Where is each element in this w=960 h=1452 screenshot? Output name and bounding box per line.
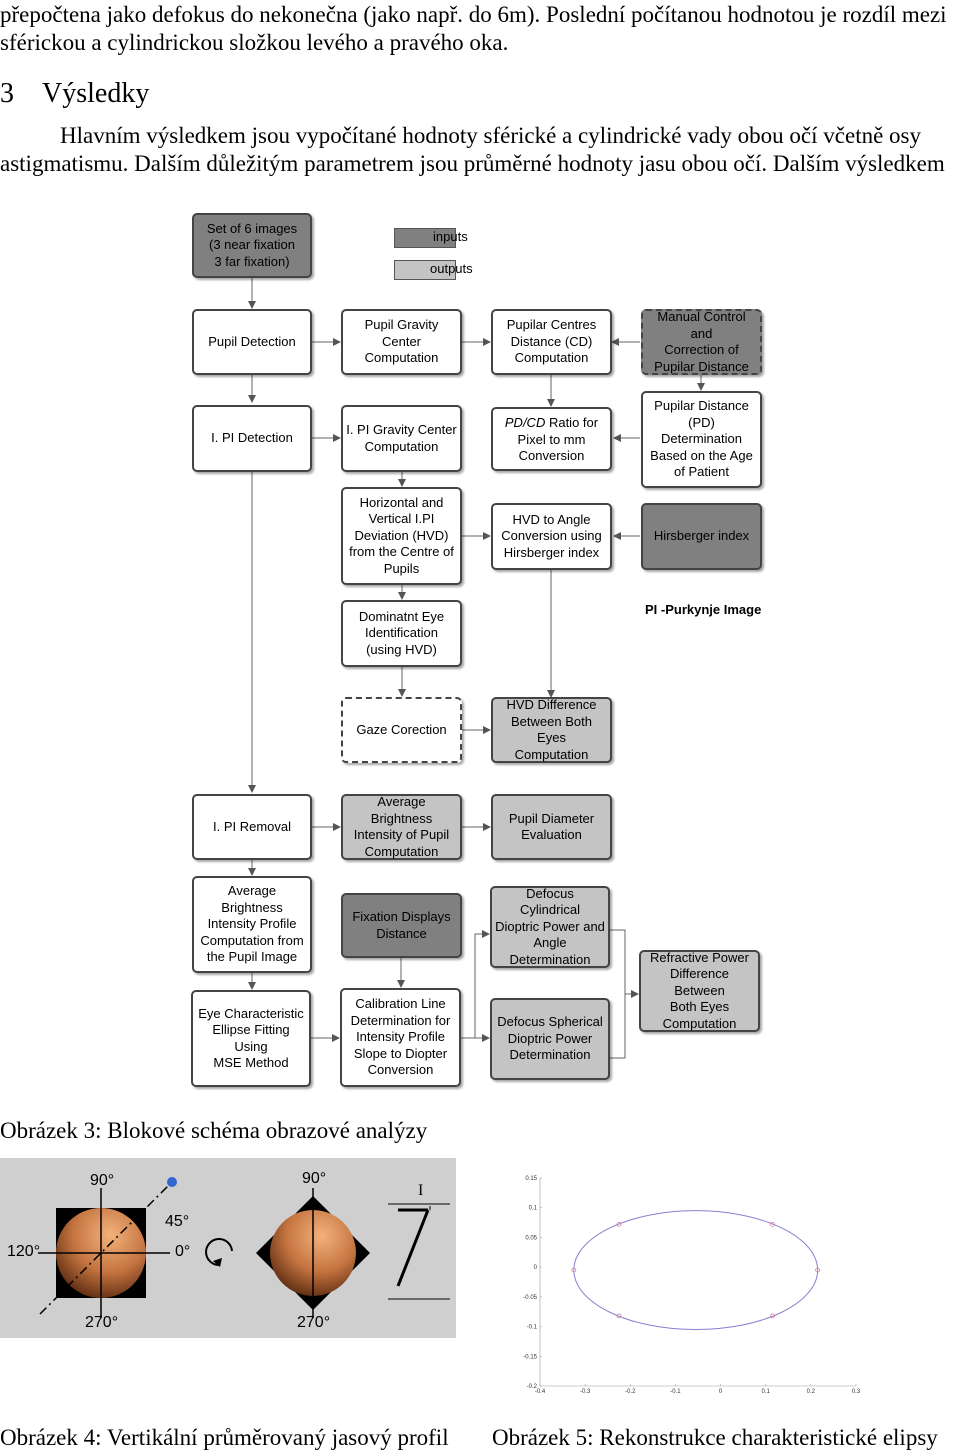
- pd-cd-text: Ratio for Pixel to mm Conversion: [517, 415, 599, 463]
- pd-cd-italic: PD/CD: [504, 415, 546, 430]
- data-point: [571, 1267, 577, 1273]
- angle-label: 90°: [90, 1172, 115, 1189]
- legend-outputs-swatch: [394, 260, 456, 280]
- box-pupil-detection: Pupil Detection: [192, 309, 312, 375]
- ellipse-chart-svg: -0.4 -0.3 -0.2 -0.1 0 0.1 0.2 0.3 0.15 0.1 0.05 0 -0…: [523, 1176, 861, 1395]
- angle-label: 270°: [297, 1314, 331, 1331]
- box-hvd: Horizontal and Vertical I.PI Deviation (…: [341, 487, 462, 585]
- box-defocus-cylindrical: Defocus Cylindrical Dioptric Power and A…: [490, 886, 610, 968]
- box-hvd-angle: HVD to Angle Conversion using Hirsberger…: [491, 503, 612, 570]
- section-number: 3: [0, 78, 14, 109]
- data-point: [616, 1313, 622, 1319]
- data-point: [770, 1313, 775, 1319]
- box-fixation-distance: Fixation Displays Distance: [341, 893, 462, 958]
- angle-label: 45°: [165, 1213, 190, 1230]
- angle-label: 270°: [85, 1314, 119, 1331]
- x-tick-label: 0: [719, 1389, 723, 1395]
- caption-figure-3: Obrázek 3: Blokové schéma obrazové analý…: [0, 1118, 428, 1143]
- y-tick-label: -0.1: [527, 1325, 538, 1331]
- data-point: [616, 1221, 622, 1227]
- paragraph-line: přepočtena jako defokus do nekonečna (ja…: [0, 2, 947, 27]
- block-diagram: Set of 6 images (3 near fixation 3 far f…: [0, 200, 960, 1100]
- x-tick-label: 0.3: [852, 1389, 861, 1395]
- y-tick-label: -0.2: [527, 1384, 538, 1390]
- box-set-of-images: Set of 6 images (3 near fixation 3 far f…: [192, 213, 312, 278]
- angle-label: 0°: [175, 1243, 191, 1260]
- box-pupil-gravity-center: Pupil Gravity Center Computation: [341, 309, 462, 375]
- box-defocus-spherical: Defocus Spherical Dioptric Power Determi…: [490, 998, 610, 1080]
- x-tick-label: -0.1: [670, 1389, 681, 1395]
- section-title: Výsledky: [42, 78, 150, 109]
- y-tick-label: 0.15: [525, 1176, 537, 1182]
- x-tick-label: 0.2: [807, 1389, 816, 1395]
- caption-figure-5: Obrázek 5: Rekonstrukce charakteristické…: [492, 1425, 938, 1450]
- box-ipi-gravity-center: I. PI Gravity Center Computation: [341, 405, 462, 472]
- rotate-handle-icon: [167, 1177, 177, 1187]
- paragraph-line: Hlavním výsledkem jsou vypočítané hodnot…: [60, 123, 921, 148]
- box-pupilar-centres-distance: Pupilar Centres Distance (CD) Computatio…: [491, 309, 612, 375]
- box-ipi-detection: I. PI Detection: [192, 405, 312, 472]
- y-tick-label: 0: [534, 1265, 538, 1271]
- x-tick-label: -0.2: [625, 1389, 636, 1395]
- y-tick-label: 0.05: [525, 1235, 537, 1241]
- figure-4-graphic: [38, 1177, 450, 1318]
- y-tick-label: -0.05: [523, 1295, 537, 1301]
- box-calibration-line: Calibration Line Determination for Inten…: [340, 988, 461, 1087]
- paragraph-line: sférickou a cylindrickou složkou levého …: [0, 30, 509, 55]
- box-ipi-removal: I. PI Removal: [192, 794, 312, 860]
- x-tick-label: -0.3: [580, 1389, 591, 1395]
- connector-lines: [248, 278, 705, 1059]
- y-tick-label: 0.1: [529, 1206, 538, 1212]
- box-gaze-correction: Gaze Corection: [341, 697, 462, 763]
- data-point: [770, 1221, 775, 1227]
- box-refractive-power: Refractive Power Difference Between Both…: [639, 950, 760, 1032]
- data-point: [815, 1267, 821, 1273]
- fitted-ellipse: [573, 1210, 819, 1331]
- profile-letter: I: [418, 1182, 424, 1199]
- x-tick-label: -0.4: [535, 1389, 546, 1395]
- box-avg-brightness-profile: Average Brightness Intensity Profile Com…: [192, 876, 312, 973]
- box-hirsberger-index: Hirsberger index: [641, 503, 762, 570]
- section-heading: 3 Výsledky: [0, 78, 149, 110]
- rotation-arrow-icon: [205, 1238, 233, 1266]
- angle-label: 120°: [7, 1243, 41, 1260]
- box-pupilar-distance: Pupilar Distance (PD) Determination Base…: [641, 391, 762, 488]
- x-tick-label: 0.1: [762, 1389, 771, 1395]
- box-pupil-diameter: Pupil Diameter Evaluation: [491, 794, 612, 860]
- legend-inputs-swatch: [394, 228, 456, 248]
- caption-figure-4: Obrázek 4: Vertikální průměrovaný jasový…: [0, 1425, 449, 1450]
- legend-inputs-label: inputs: [433, 229, 468, 244]
- box-hvd-difference: HVD Difference Between Both Eyes Computa…: [491, 697, 612, 763]
- box-pd-cd-ratio: PD/CD Ratio for Pixel to mm Conversion: [491, 407, 612, 471]
- angle-label: 90°: [302, 1170, 327, 1187]
- figure-5-ellipse-chart: -0.4 -0.3 -0.2 -0.1 0 0.1 0.2 0.3 0.15 0.1 0.05 0 -0…: [518, 1168, 864, 1396]
- y-tick-label: -0.15: [523, 1354, 537, 1360]
- figure-4-profile: 90° 45° 120° 0° 270° 90° 270° I: [0, 1158, 456, 1338]
- box-dominant-eye: Dominatnt Eye Identification (using HVD): [341, 600, 462, 667]
- pi-note: PI -Purkynje Image: [645, 602, 762, 617]
- box-avg-brightness-pupil: Average Brightness Intensity of Pupil Co…: [341, 794, 462, 860]
- paragraph-line: astigmatismu. Dalším důležitým parametre…: [0, 151, 945, 176]
- legend-outputs-label: outputs: [430, 261, 473, 276]
- box-manual-control: Manual Control and Correction of Pupilar…: [641, 309, 762, 375]
- box-ellipse-fitting: Eye Characteristic Ellipse Fitting Using…: [191, 990, 311, 1087]
